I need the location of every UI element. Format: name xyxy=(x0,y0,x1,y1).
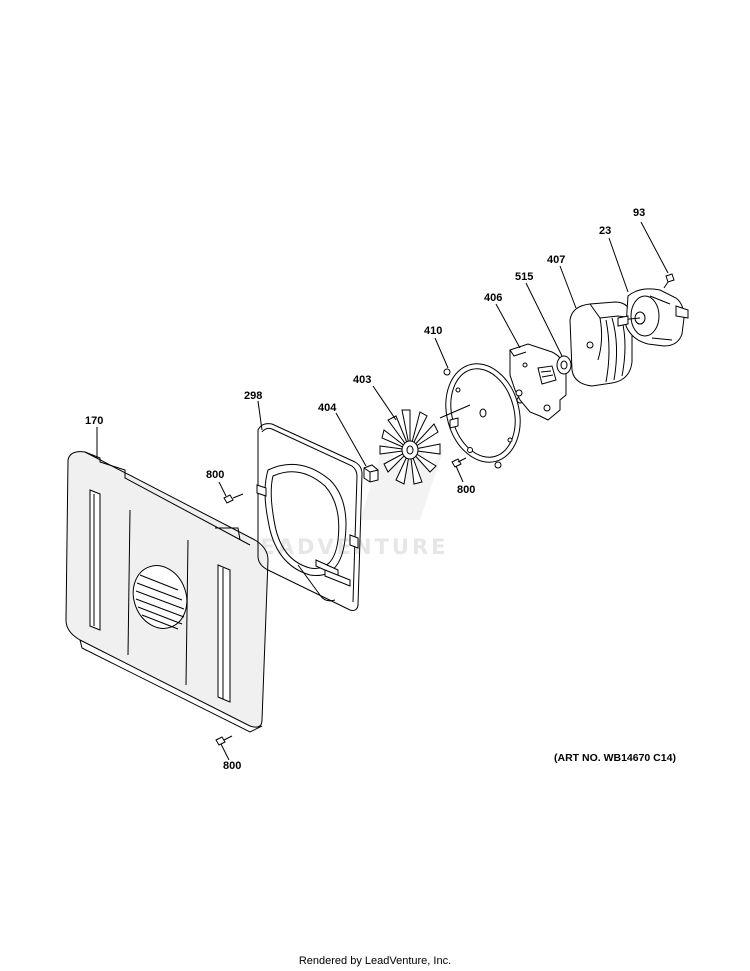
footer-credit: Rendered by LeadVenture, Inc. xyxy=(298,955,452,967)
callout-403[interactable]: 403 xyxy=(353,374,372,386)
part-406-bracket-plate[interactable] xyxy=(509,343,567,421)
art-number: (ART NO. WB14670 C14) xyxy=(554,752,676,764)
callout-800-center[interactable]: 800 xyxy=(457,484,476,496)
part-93-screw[interactable] xyxy=(663,273,675,289)
callout-410[interactable]: 410 xyxy=(424,325,443,337)
callout-800-bottom[interactable]: 800 xyxy=(223,760,242,772)
callout-170[interactable]: 170 xyxy=(85,415,104,427)
screw-800-c[interactable] xyxy=(215,735,233,746)
callout-515[interactable]: 515 xyxy=(515,271,534,283)
part-170-cover-panel[interactable] xyxy=(65,451,269,733)
part-404-connector[interactable] xyxy=(363,464,379,483)
part-515-washer[interactable] xyxy=(556,355,572,375)
screw-800-a[interactable] xyxy=(223,493,244,504)
callout-800-left[interactable]: 800 xyxy=(206,469,225,481)
part-407-insulation[interactable] xyxy=(569,301,633,387)
callout-406[interactable]: 406 xyxy=(484,292,503,304)
callout-298[interactable]: 298 xyxy=(244,390,263,402)
callout-23[interactable]: 23 xyxy=(599,225,612,237)
callout-93[interactable]: 93 xyxy=(633,207,646,219)
screw-800-b[interactable] xyxy=(451,457,467,468)
part-403-fan-blade[interactable] xyxy=(379,409,441,485)
leader-lines xyxy=(96,221,669,761)
part-410-gasket-ring[interactable] xyxy=(435,355,530,470)
callout-407[interactable]: 407 xyxy=(547,254,566,266)
part-298-heating-element[interactable] xyxy=(256,423,363,611)
vent-grille xyxy=(132,565,188,630)
callout-404[interactable]: 404 xyxy=(318,402,337,414)
part-23-motor[interactable] xyxy=(617,288,689,347)
